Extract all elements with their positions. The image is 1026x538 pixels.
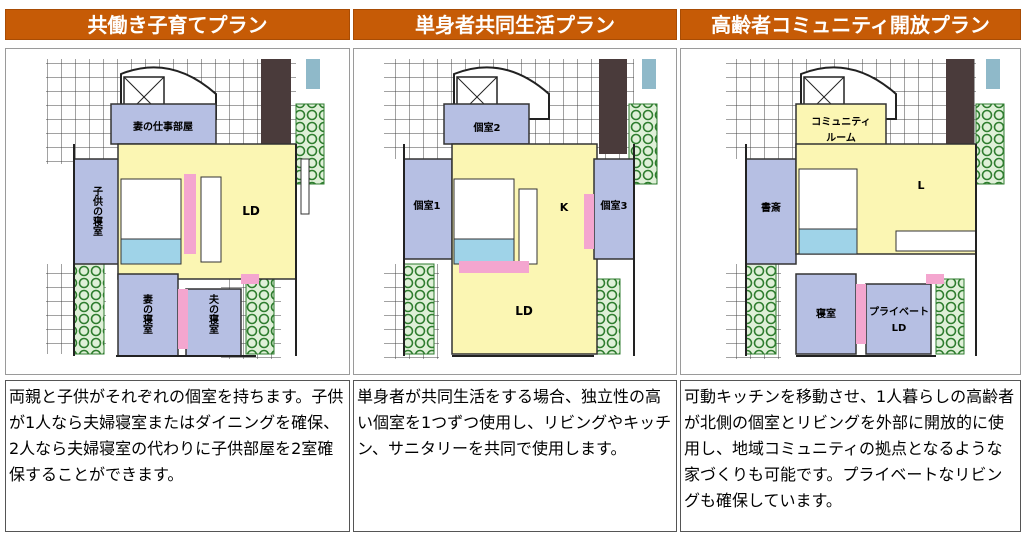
floor-plan-image: 妻の仕事部屋 子供の寝室 LD 妻の寝室 夫の寝室 xyxy=(5,48,350,375)
plan-description: 両親と子供がそれぞれの個室を持ちます。子供が1人なら夫婦寝室またはダイニングを確… xyxy=(5,380,350,532)
room-label: 個室2 xyxy=(473,121,501,134)
floor-plan-image: コミュニティ ルーム L 書斎 寝室 プライベート LD xyxy=(680,48,1021,375)
plan-column-1: 共働き子育てプラン xyxy=(5,0,350,538)
room-label: コミュニティ xyxy=(811,116,870,128)
floor-plan-image: 個室2 個室1 K 個室3 LD xyxy=(353,48,677,375)
room-label: 寝室 xyxy=(816,307,836,320)
plan-description: 単身者が共同生活をする場合、独立性の高い個室を1つずつ使用し、リビングやキッチン… xyxy=(353,380,677,532)
room-label: LD xyxy=(515,304,533,318)
room-label: ルーム xyxy=(826,132,856,144)
plan-description: 可動キッチンを移動させ、1人暮らしの高齢者が北側の個室とリビングを外部に開放的に… xyxy=(680,380,1021,532)
room-label: 夫の寝室 xyxy=(207,293,220,334)
room-label: プライベート xyxy=(869,305,929,318)
plan-title: 共働き子育てプラン xyxy=(5,9,350,40)
room-label: 個室3 xyxy=(600,199,628,212)
room-label: 妻の寝室 xyxy=(141,293,153,334)
plan-column-2: 単身者共同生活プラン xyxy=(353,0,677,538)
room-label: 子供の寝室 xyxy=(91,186,104,236)
room-label: 書斎 xyxy=(761,201,781,214)
plan-title: 単身者共同生活プラン xyxy=(353,9,677,40)
plan-title: 高齢者コミュニティ開放プラン xyxy=(680,9,1021,40)
room-label: LD xyxy=(242,204,260,218)
room-label: 個室1 xyxy=(413,199,441,212)
room-label: LD xyxy=(892,323,907,334)
room-label: K xyxy=(560,201,569,214)
room-label: 妻の仕事部屋 xyxy=(133,120,193,133)
room-label: L xyxy=(917,179,924,192)
plan-column-3: 高齢者コミュニティ開放プラン xyxy=(680,0,1021,538)
